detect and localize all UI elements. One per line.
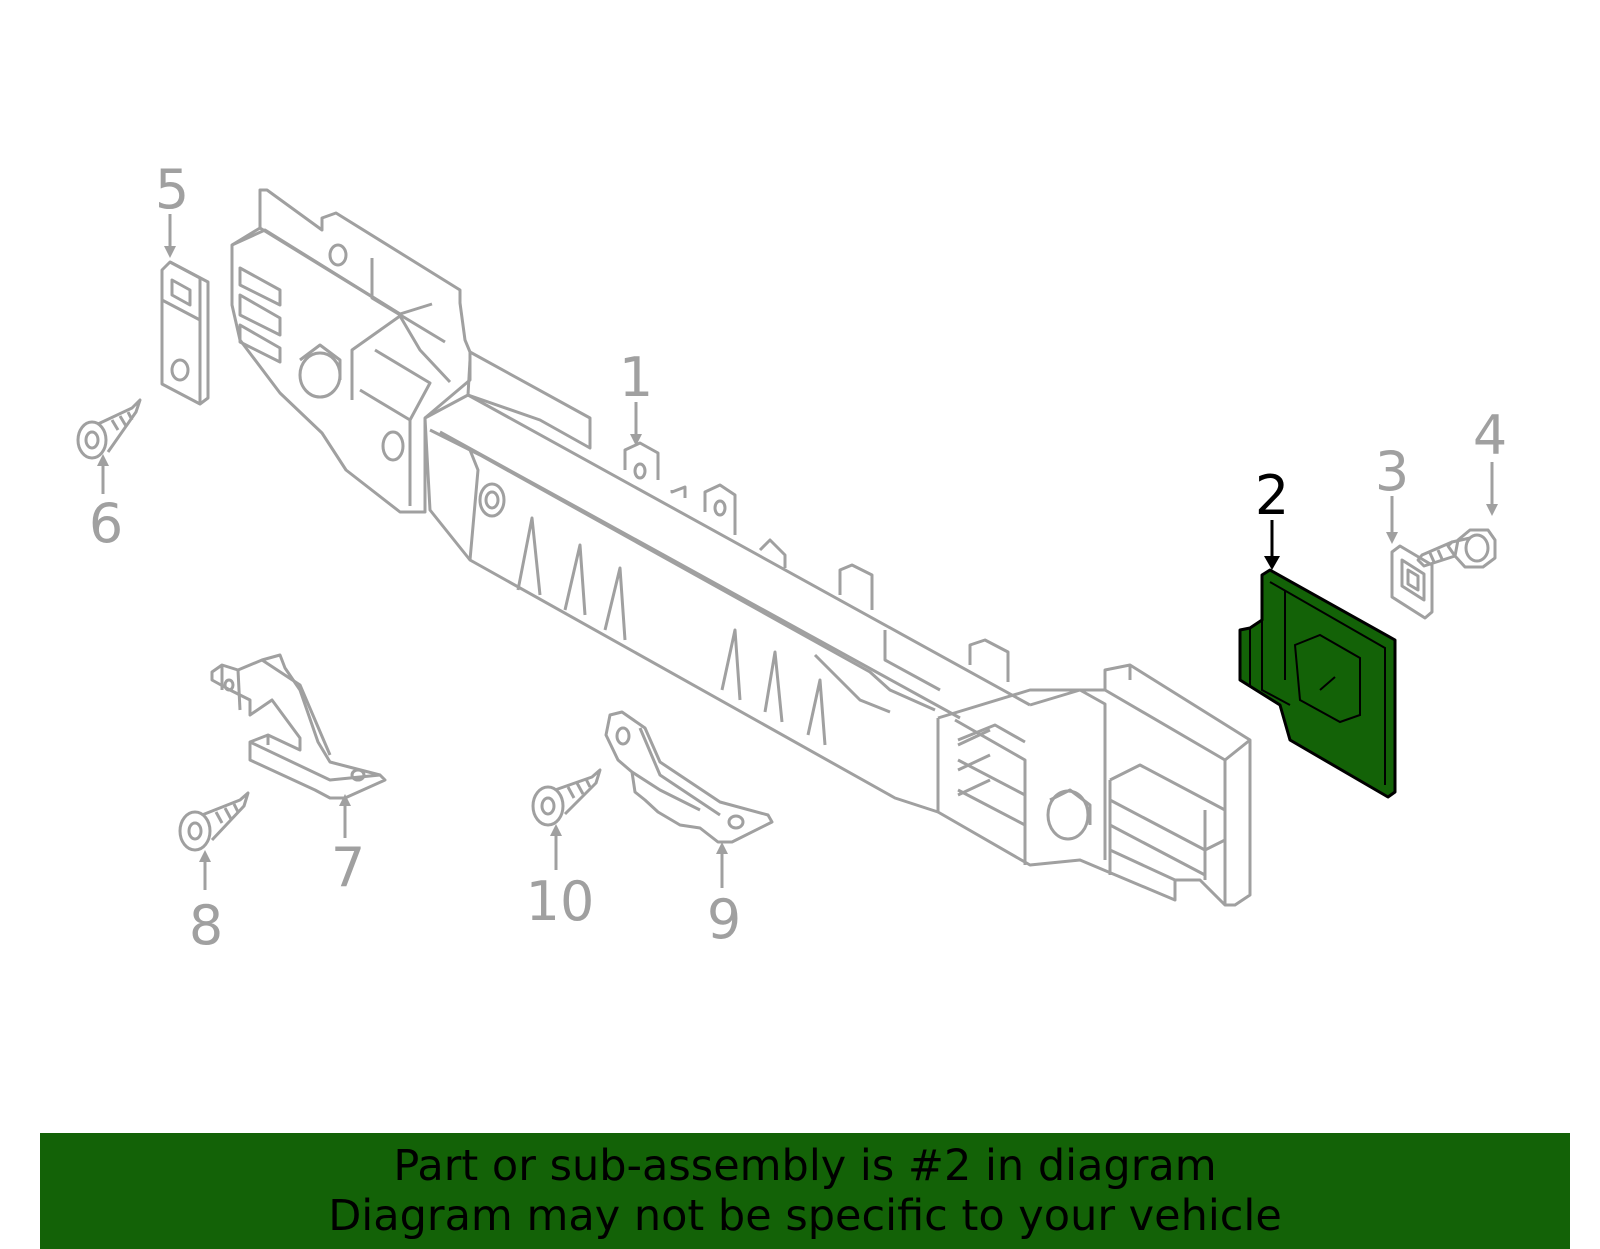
- callout-1: 1: [619, 346, 653, 409]
- callout-5: 5: [155, 158, 189, 221]
- callout-6: 6: [89, 492, 123, 555]
- callout-9: 9: [707, 888, 741, 951]
- callout-8: 8: [189, 894, 223, 957]
- part-6-screw: [76, 398, 142, 460]
- part-9-bracket: [604, 710, 774, 844]
- part-1-bumper-reinforcement: [230, 188, 1252, 907]
- part-4-bolt: [1416, 528, 1497, 569]
- callout-10: 10: [526, 870, 595, 933]
- callout-3: 3: [1375, 440, 1409, 503]
- callout-2: 2: [1255, 464, 1289, 527]
- part-5-strap: [160, 260, 210, 406]
- part-8-screw: [178, 791, 250, 852]
- info-banner: Part or sub-assembly is #2 in diagram Di…: [40, 1133, 1570, 1249]
- part-3-square-nut: [1390, 544, 1434, 620]
- part-2-highlighted-bracket: [1238, 568, 1397, 799]
- part-7-bracket: [210, 653, 387, 800]
- banner-line-2: Diagram may not be specific to your vehi…: [328, 1191, 1282, 1241]
- callout-arrow-2: [1264, 520, 1280, 570]
- callout-4: 4: [1473, 404, 1507, 467]
- callout-7: 7: [331, 836, 365, 899]
- banner-line-1: Part or sub-assembly is #2 in diagram: [393, 1141, 1217, 1191]
- callout-arrows: [97, 214, 1498, 890]
- part-10-screw: [531, 768, 602, 827]
